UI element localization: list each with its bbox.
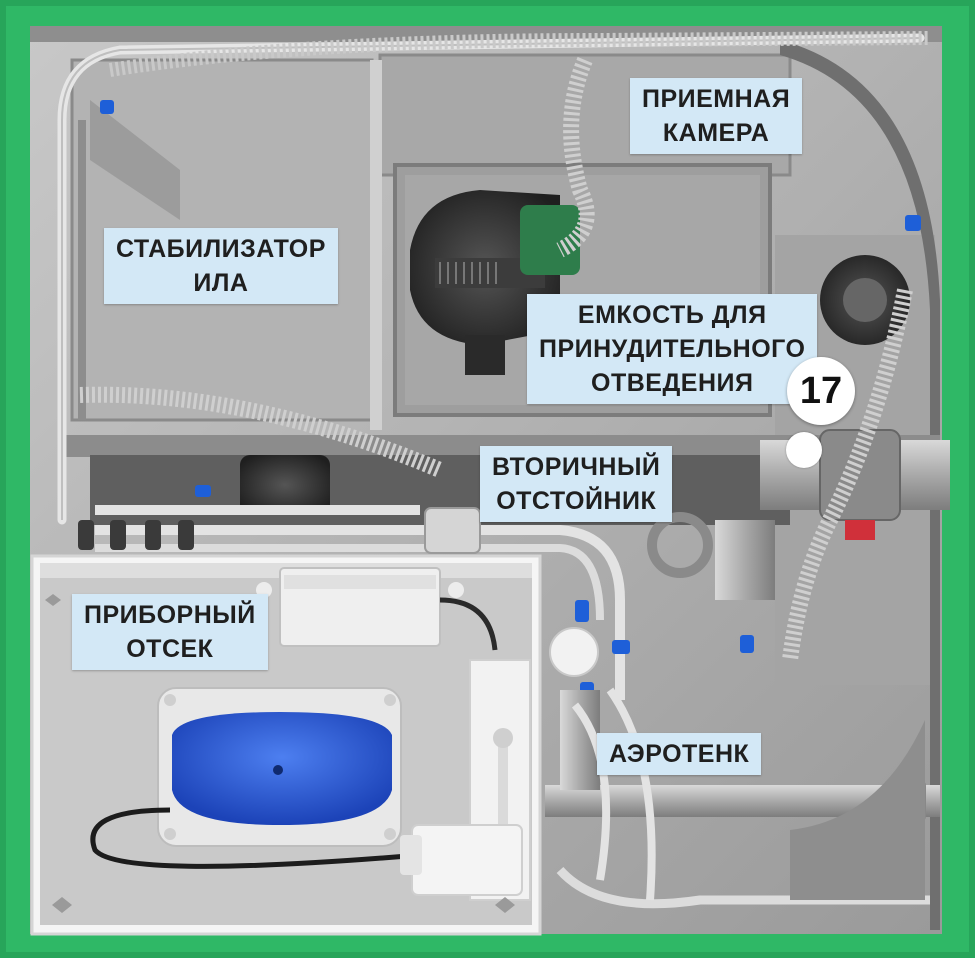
label-line: ОТСЕК (126, 635, 214, 663)
label-line: КАМЕРА (662, 119, 770, 147)
corrugated-hose-center (556, 56, 595, 258)
corrugated-hose-top (108, 31, 931, 77)
label-line: ИЛА (193, 269, 249, 297)
label-line: СТАБИЛИЗАТОР (116, 235, 326, 263)
label-line: ЕМКОСТЬ ДЛЯ (577, 301, 767, 329)
air-distributor (549, 627, 599, 677)
corrugated-hose-middle (79, 386, 444, 478)
label-instrument-compartment: ПРИБОРНЫЙ ОТСЕК (72, 594, 268, 670)
label-line: ПРИБОРНЫЙ (84, 601, 256, 629)
label-line: АЭРОТЕНК (609, 740, 750, 768)
label-aerotank: АЭРОТЕНК (597, 733, 762, 775)
label-line: ВТОРИЧНЫЙ (492, 453, 661, 481)
label-line: ПРИЕМНАЯ (642, 85, 791, 113)
label-line: ОТВЕДЕНИЯ (591, 369, 754, 397)
label-receiving-chamber: ПРИЕМНАЯ КАМЕРА (630, 78, 803, 154)
label-sludge-stabilizer: СТАБИЛИЗАТОР ИЛА (104, 228, 338, 304)
item-pointer-dot (786, 432, 822, 468)
label-forced-discharge-tank: ЕМКОСТЬ ДЛЯ ПРИНУДИТЕЛЬНОГО ОТВЕДЕНИЯ (527, 294, 818, 404)
label-line: ОТСТОЙНИК (496, 487, 657, 515)
corrugated-hose-right (782, 288, 913, 661)
label-line: ПРИНУДИТЕЛЬНОГО (539, 335, 806, 363)
item-number-badge: 17 (787, 357, 855, 425)
label-secondary-clarifier: ВТОРИЧНЫЙ ОТСТОЙНИК (480, 446, 673, 522)
pump-outlet (520, 205, 580, 275)
